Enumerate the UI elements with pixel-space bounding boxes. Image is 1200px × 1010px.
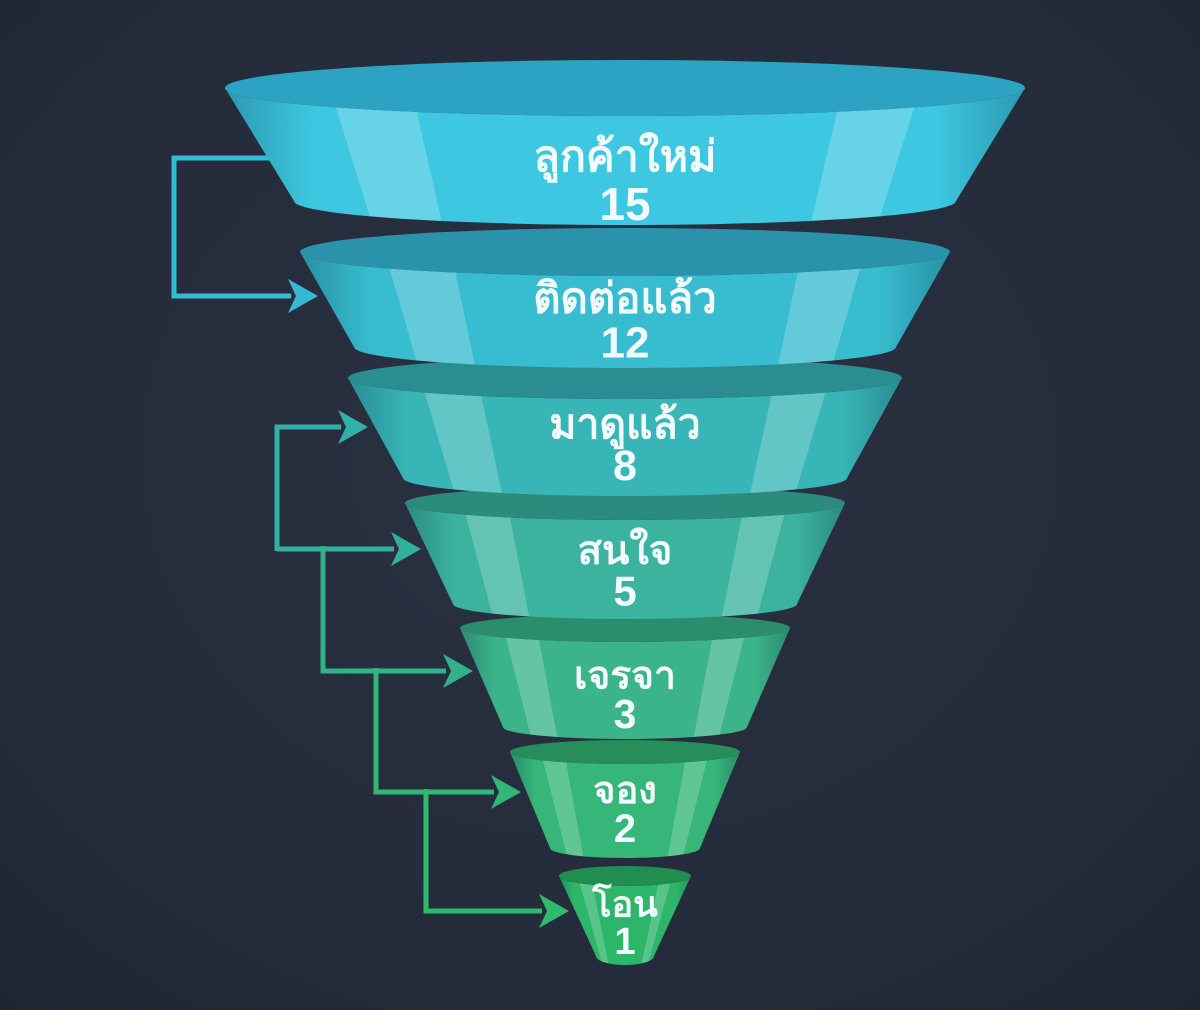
stage-label: มาดูแล้ว: [549, 401, 700, 450]
connector-line: [274, 424, 341, 551]
stage-value: 8: [613, 442, 637, 490]
stage-edge-shade: [510, 752, 740, 858]
connector-line: [320, 546, 446, 674]
stage-edge-shade: [460, 628, 790, 739]
connector-line: [423, 789, 542, 914]
connector-arrow-2: [274, 410, 368, 551]
stage-top-rim: [559, 866, 691, 886]
stage-edge-shade: [300, 252, 950, 368]
stage-value: 3: [614, 691, 637, 737]
stage-edge-shade: [559, 876, 691, 965]
connector-arrows: [171, 155, 569, 928]
connector-arrow-3: [277, 532, 421, 566]
stage-top-rim: [460, 614, 790, 642]
funnel-stages: โอน1จอง2เจรจา3สนใจ5มาดูแล้ว8ติดต่อแล้ว12…: [225, 60, 1025, 965]
stage-value: 1: [614, 921, 635, 963]
stage-value: 2: [614, 807, 636, 851]
connector-arrow-5: [373, 668, 521, 809]
stage-label: ลูกค้าใหม่: [534, 131, 717, 183]
connector-arrow-6: [423, 789, 569, 928]
stage-label: โอน: [591, 883, 658, 925]
arrow-head-icon: [491, 775, 521, 809]
stage-label: จอง: [593, 770, 657, 812]
arrow-head-icon: [391, 532, 421, 566]
connector-arrow-1: [171, 155, 318, 313]
arrow-head-icon: [443, 654, 473, 688]
arrow-head-icon: [539, 894, 569, 928]
connector-line: [373, 668, 494, 795]
stage-top-rim: [405, 486, 845, 520]
stage-value: 12: [601, 319, 650, 368]
funnel-stage-3: มาดูแล้ว8: [348, 357, 902, 496]
stage-edge-shade: [225, 88, 1025, 225]
stage-label: สนใจ: [578, 527, 673, 573]
stage-edge-shade: [348, 378, 902, 496]
stage-label: ติดต่อแล้ว: [533, 275, 716, 322]
arrow-head-icon: [338, 410, 368, 444]
funnel-stage-1: ลูกค้าใหม่15: [225, 60, 1025, 230]
stage-edge-shade: [405, 503, 845, 619]
stage-top-rim: [300, 228, 950, 276]
connector-line: [171, 155, 291, 299]
stage-top-rim: [225, 60, 1025, 116]
funnel-stage-2: ติดต่อแล้ว12: [300, 228, 950, 368]
stage-top-rim: [348, 357, 902, 399]
stage-value: 15: [599, 178, 650, 230]
connector-arrow-4: [320, 546, 473, 688]
stage-top-rim: [510, 740, 740, 764]
stage-label: เจรจา: [574, 655, 676, 698]
stage-value: 5: [613, 568, 636, 615]
arrow-head-icon: [288, 279, 318, 313]
